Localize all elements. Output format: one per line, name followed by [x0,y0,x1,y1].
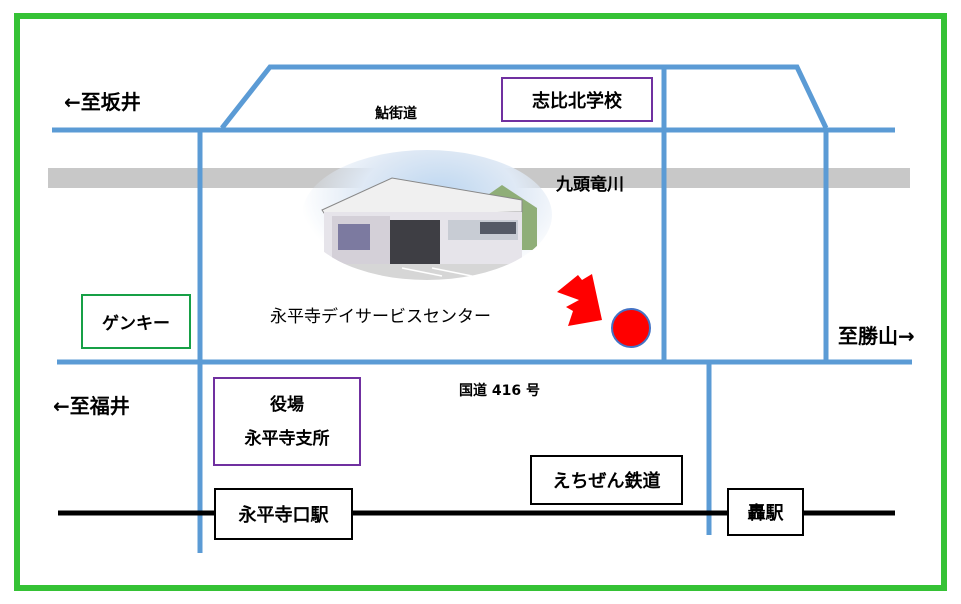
box-shihi-school: 志比北学校 [501,77,653,122]
label-kuzuryu-river: 九頭竜川 [556,175,624,195]
destination-marker-icon [611,308,651,348]
upper-bypass-road [220,64,829,130]
box-eiheijiguchi-station: 永平寺口駅 [214,488,353,540]
pointer-arrow-icon [557,274,602,326]
map-frame [14,13,947,591]
box-yakuba: 役場 永平寺支所 [213,377,361,466]
facility-building-illustration [302,177,552,280]
label-center-name: 永平寺デイサービスセンター [270,307,491,327]
label-to-katsuyama: 至勝山→ [838,324,915,348]
facility-photo [302,150,552,280]
box-genki: ゲンキー [81,294,191,349]
box-todoroki-station: 轟駅 [727,488,804,536]
box-yakuba-line2: 永平寺支所 [244,428,330,449]
box-echizen-railway: えちぜん鉄道 [530,455,683,505]
label-ayu-kaido: 鮎街道 [375,106,417,122]
label-to-fukui: ←至福井 [53,394,130,418]
box-yakuba-line1: 役場 [270,394,304,415]
label-route-416: 国道 416 号 [459,383,540,399]
label-to-sakai: ←至坂井 [64,90,141,114]
